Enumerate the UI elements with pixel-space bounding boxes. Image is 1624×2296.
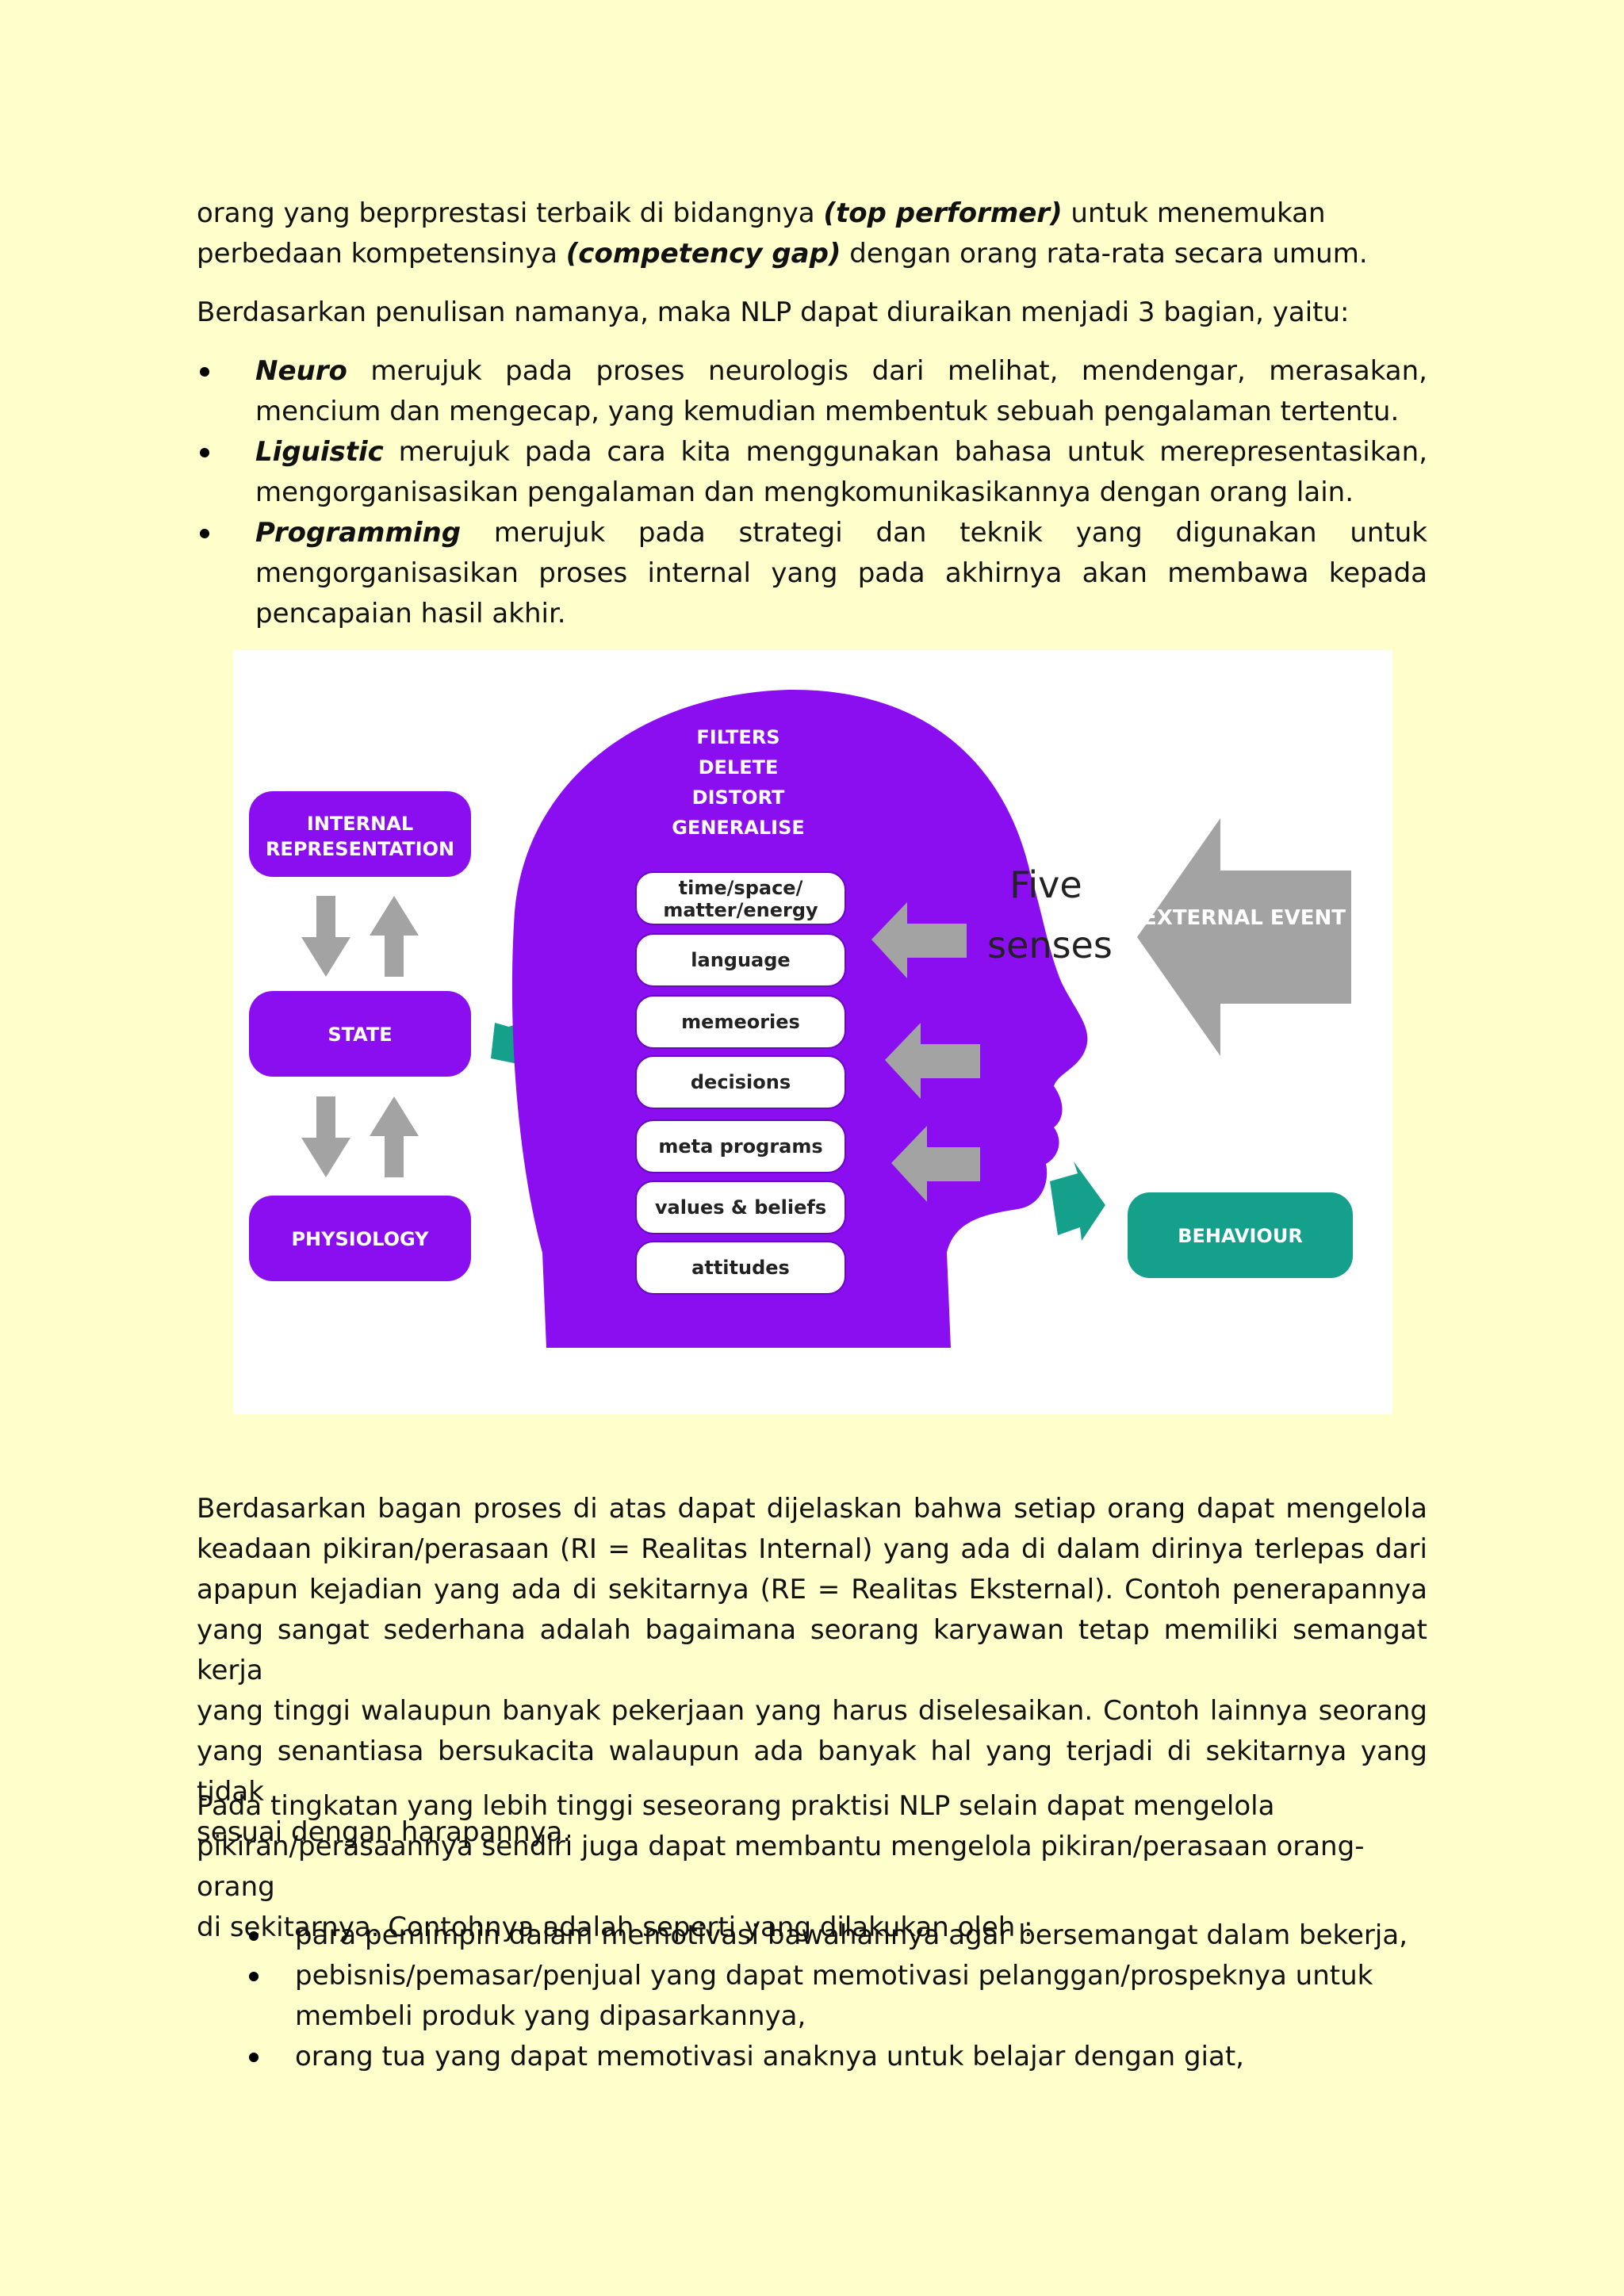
example-text: orang tua yang dapat memotivasi anaknya … [295,2041,1244,2072]
gray-left-arrow-icon [891,1126,980,1202]
pill-meta-programs-label: meta programs [658,1135,822,1158]
gray-arrows-in-head [871,902,980,1202]
internal-representation-line1: INTERNAL [307,813,413,835]
higher-line: Pada tingkatan yang lebih tinggi seseora… [197,1790,1275,1822]
explanation-paragraph: Berdasarkan bagan proses di atas dapat d… [197,1489,1427,1853]
list-item: Programming merujuk pada strategi dan te… [197,513,1427,634]
teal-arrow-out [1050,1161,1105,1241]
behaviour-box [1128,1192,1353,1278]
pill-language-label: language [691,949,790,971]
bullet-icon [200,529,209,538]
intro-term-top-performer: (top performer) [823,197,1063,229]
bullet-icon [249,2053,259,2062]
five-senses-line2: senses [987,924,1113,966]
nlp-communication-model-figure: FILTERS DELETE DISTORT GENERALISE time/s… [233,650,1392,1414]
bullet-icon [249,1972,259,1981]
higher-level-paragraph: Pada tingkatan yang lebih tinggi seseora… [197,1786,1427,1948]
down-arrow-icon [301,896,350,977]
pill-decisions-label: decisions [691,1071,791,1093]
examples-list: para pemimpin dalam memotivasi bawahanny… [197,1915,1427,2077]
bullet-icon [200,448,209,457]
pill-values-beliefs-label: values & beliefs [655,1196,826,1219]
bullet-icon [249,1931,259,1941]
pill-time-space [635,871,846,925]
state-box [249,991,471,1077]
pill-memories [635,995,846,1049]
example-text: pebisnis/pemasar/penjual yang dapat memo… [295,1960,1373,2032]
behaviour-label: BEHAVIOUR [1178,1225,1303,1247]
bullet-icon [200,367,209,377]
lead-paragraph: Berdasarkan penulisan namanya, maka NLP … [197,297,1350,328]
example-text: para pemimpin dalam memotivasi bawahanny… [295,1919,1408,1951]
part-text: merujuk pada proses neurologis dari meli… [255,355,1427,427]
explanation-line: Berdasarkan bagan proses di atas dapat d… [197,1493,1427,1525]
internal-representation-line2: REPRESENTATION [266,838,454,860]
five-senses-line1: Five [1009,863,1082,906]
explanation-line: yang sangat sederhana adalah bagaimana s… [197,1614,1427,1686]
external-event-label: EXTERNAL EVENT [1143,906,1346,930]
explanation-line: yang tinggi walaupun banyak pekerjaan ya… [197,1695,1427,1727]
filter-delete: DELETE [699,756,779,779]
pill-meta-programs [635,1119,846,1173]
list-item: pebisnis/pemasar/penjual yang dapat memo… [197,1956,1427,2037]
part-term: Neuro [255,355,347,387]
part-text: merujuk pada strategi dan teknik yang di… [255,517,1427,629]
part-text: merujuk pada cara kita menggunakan bahas… [255,436,1427,508]
gray-left-arrow-icon [885,1023,980,1099]
pill-time-space-line1: time/space/ [679,877,803,899]
filter-generalise: GENERALISE [672,817,805,839]
list-item: orang tua yang dapat memotivasi anaknya … [197,2037,1427,2077]
higher-line: di sekitarnya. Contohnya adalah seperti … [197,1911,1033,1943]
pill-attitudes [635,1241,846,1295]
part-term: Liguistic [255,436,384,468]
list-item: Liguistic merujuk pada cara kita menggun… [197,432,1427,513]
physiology-box [249,1196,471,1281]
intro-term-competency-gap: (competency gap) [565,238,841,270]
explanation-line: apapun kejadian yang ada di sekitarnya (… [197,1574,1427,1605]
nlp-diagram: FILTERS DELETE DISTORT GENERALISE time/s… [249,689,1353,1348]
intro-text-1: orang yang beprprestasi terbaik di bidan… [197,197,824,229]
pill-values-beliefs [635,1181,846,1234]
filter-distort: DISTORT [692,786,785,809]
external-event-arrow [1137,818,1351,1056]
gray-left-arrow-icon [871,902,967,978]
explanation-line: sesuai dengan harapannya. [197,1816,572,1848]
intro-text-3: dengan orang rata-rata secara umum. [841,238,1368,270]
pill-time-space-line2: matter/energy [663,899,818,921]
filters-label: FILTERS [696,726,779,748]
up-arrow-icon [370,896,419,977]
list-item: para pemimpin dalam memotivasi bawahanny… [197,1915,1427,1956]
explanation-line: keadaan pikiran/perasaan (RI = Realitas … [197,1533,1427,1565]
list-item: Neuro merujuk pada proses neurologis dar… [197,351,1427,432]
part-term: Programming [255,517,462,549]
state-label: STATE [327,1024,392,1046]
pill-memories-label: memeories [681,1011,800,1033]
pill-language [635,933,846,987]
nlp-parts-list: Neuro merujuk pada proses neurologis dar… [197,351,1427,634]
intro-paragraph: orang yang beprprestasi terbaik di bidan… [197,193,1427,274]
internal-representation-box [249,791,471,877]
explanation-line: yang senantiasa bersukacita walaupun ada… [197,1735,1427,1808]
down-arrow-icon [301,1096,350,1177]
intro-text-2: untuk menemukan perbedaan kompetensinya [197,197,1326,270]
pill-attitudes-label: attitudes [691,1257,790,1279]
pill-decisions [635,1055,846,1109]
physiology-label: PHYSIOLOGY [291,1228,429,1250]
up-arrow-icon [370,1096,419,1177]
higher-line: pikiran/perasaannya sendiri juga dapat m… [197,1831,1365,1903]
